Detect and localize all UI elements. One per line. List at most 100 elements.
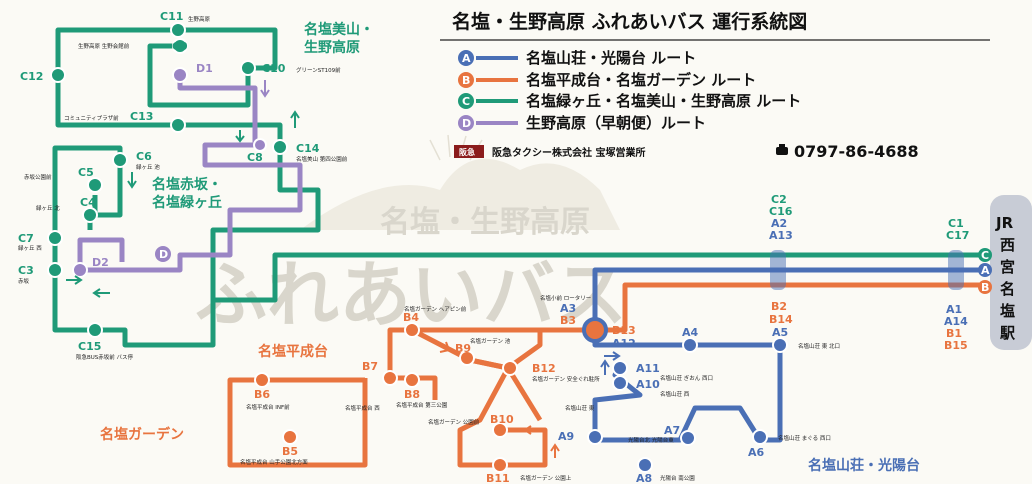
stop-a3-code: A3 bbox=[560, 302, 576, 315]
stop-c14-code: C14 bbox=[296, 142, 320, 155]
stop-c9-name: 生野高原 生野会館前 bbox=[78, 42, 130, 50]
station-badge-c-letter: C bbox=[981, 249, 989, 262]
stop-b10-code: B10 bbox=[490, 413, 514, 426]
code-a13: A13 bbox=[769, 229, 793, 242]
station-route-badges: C A B bbox=[978, 248, 992, 294]
watermark-line1: 名塩・生野高原 bbox=[380, 205, 590, 240]
stop-d1-code: D1 bbox=[196, 62, 213, 75]
arrow-right-icon bbox=[604, 351, 621, 361]
station-box: JR 西 宮 名 塩 駅 bbox=[990, 195, 1032, 350]
stop-a8-code: A8 bbox=[636, 472, 652, 484]
stop-b5-name: 名塩平成台 山手公園北方面 bbox=[240, 458, 308, 466]
route-b-loop bbox=[457, 357, 548, 468]
stop-c11-code: C11 bbox=[160, 10, 183, 23]
stop-c11-name: 生野高原 bbox=[188, 15, 211, 23]
stop-c9: C9 生野高原 生野会館前 bbox=[78, 38, 188, 54]
stop-a11: A11 名塩山荘 ぎおん 西口 bbox=[612, 360, 713, 382]
stop-b11: B11 名塩ガーデン 公園上 bbox=[486, 457, 572, 484]
stop-d2: D2 bbox=[72, 256, 109, 278]
stop-b5: B5 名塩平成台 山手公園北方面 bbox=[240, 429, 308, 466]
stop-a7: A7 光陽台北 光陽台東 bbox=[628, 424, 696, 446]
stop-c6-code: C6 bbox=[136, 150, 152, 163]
stop-b8-name: 名塩平成台 第三公園 bbox=[396, 401, 448, 409]
route-d-path bbox=[77, 75, 303, 273]
route-a-letter: A bbox=[462, 52, 471, 65]
stop-c14: C14 名塩美山 第四公園前 bbox=[272, 139, 348, 163]
route-c-label: 名塩緑ヶ丘・名塩美山・生野高原 ルート bbox=[526, 92, 801, 110]
map-title: 名塩・生野高原 ふれあいバス 運行系統図 bbox=[452, 10, 807, 33]
stop-c7-code: C7 bbox=[18, 232, 34, 245]
stop-c4-code: C4 bbox=[80, 196, 96, 209]
route-a-badge bbox=[458, 50, 474, 66]
stop-a9-code: A9 bbox=[558, 430, 574, 443]
stop-a11-code: A11 bbox=[636, 362, 660, 375]
stop-c9-code: C9 bbox=[172, 40, 188, 53]
station-char-2: 宮 bbox=[1000, 258, 1015, 276]
legend-item-c: C 名塩緑ヶ丘・名塩美山・生野高原 ルート bbox=[458, 92, 801, 110]
route-d-letter: D bbox=[462, 117, 471, 130]
arrow-up-icon bbox=[600, 359, 610, 375]
stop-c3: C3 赤坂 bbox=[18, 262, 63, 285]
station-badge-a bbox=[978, 263, 992, 277]
company-logo bbox=[454, 145, 484, 158]
stop-c10-code: C10 bbox=[262, 62, 286, 75]
arrow-up-icon bbox=[290, 110, 300, 128]
stop-c8-code: C8 bbox=[247, 151, 263, 164]
stop-d2-code: D2 bbox=[92, 256, 109, 269]
stops-route-d: D1 D2 D bbox=[72, 62, 213, 278]
stop-c13: C13 コミュニティプラザ前 bbox=[64, 110, 186, 133]
route-d-badge bbox=[458, 115, 474, 131]
hill-shape bbox=[300, 158, 620, 230]
code-b15: B15 bbox=[944, 339, 968, 352]
stop-b7: B7 名塩平成台 西 bbox=[345, 360, 398, 412]
station-bars bbox=[770, 250, 964, 290]
stop-c10-name: グリーンST109前 bbox=[296, 66, 341, 74]
stops-route-b: B4 名塩ガーデン ヘアピン前 B9 名塩ガーデン 池 B12 名塩ガーデン 安… bbox=[240, 305, 600, 484]
route-b-b12-down bbox=[505, 366, 543, 422]
stop-a5-name: 名塩山荘 東 北口 bbox=[798, 342, 840, 350]
code-a1: A1 bbox=[946, 303, 962, 316]
stop-c13-code: C13 bbox=[130, 110, 153, 123]
stop-c15: C15 阪急BUS赤坂前 バス停 bbox=[76, 322, 134, 361]
area-labels: 名塩美山・ 生野高原 名塩赤坂・ 名塩緑ヶ丘 名塩平成台 名塩ガーデン 名塩山荘… bbox=[100, 21, 920, 474]
area-misono: 名塩美山・ bbox=[304, 21, 374, 38]
code-b2: B2 bbox=[771, 300, 787, 313]
stop-b7-code: B7 bbox=[362, 360, 378, 373]
stop-b11-name: 名塩ガーデン 公園上 bbox=[520, 474, 572, 482]
route-b-letter: B bbox=[462, 74, 470, 87]
legend-item-a: A 名塩山荘・光陽台 ルート bbox=[458, 49, 696, 67]
route-c-segment-c9 bbox=[147, 43, 251, 108]
station-char-1: 西 bbox=[1000, 236, 1015, 254]
station-char-4: 塩 bbox=[1000, 302, 1015, 320]
route-a-path bbox=[592, 267, 985, 443]
arrow-up-icon bbox=[550, 443, 560, 458]
station-char-5: 駅 bbox=[999, 324, 1016, 342]
station-badge-b bbox=[978, 280, 992, 294]
code-c16: C16 bbox=[769, 205, 793, 218]
stop-c8: C8 bbox=[247, 138, 267, 164]
stop-c5: C5 赤坂公園前 bbox=[24, 166, 103, 193]
direction-arrows bbox=[66, 80, 621, 458]
stop-b12-name: 名塩ガーデン 安全ぐれ駐所 bbox=[532, 375, 600, 383]
stop-a9: A9 名塩山荘 東 bbox=[558, 404, 603, 445]
route-b-west-loop bbox=[227, 377, 368, 468]
area-akasaka-2: 名塩緑ヶ丘 bbox=[152, 194, 222, 211]
route-b-label: 名塩平成台・名塩ガーデン ルート bbox=[526, 71, 756, 89]
stop-hub-name: 名塩小前 ロータリー bbox=[540, 294, 591, 302]
code-b14: B14 bbox=[769, 313, 793, 326]
stop-c10: C10 グリーンST109前 bbox=[240, 60, 341, 76]
code-c2: C2 bbox=[771, 193, 787, 206]
stop-c5-name: 赤坂公園前 bbox=[24, 173, 52, 181]
stop-b12: B12 名塩ガーデン 安全ぐれ駐所 bbox=[502, 360, 600, 383]
stop-a7-name: 光陽台北 光陽台東 bbox=[628, 436, 674, 444]
route-c-badge bbox=[458, 93, 474, 109]
company-name: 阪急タクシー株式会社 宝塚営業所 bbox=[492, 146, 645, 159]
area-akasaka: 名塩赤坂・ bbox=[152, 176, 222, 193]
stop-b8-code: B8 bbox=[404, 388, 420, 401]
stop-b6-code: B6 bbox=[254, 388, 270, 401]
station-badge-c bbox=[978, 248, 992, 262]
stop-b10-name: 名塩ガーデン 公園前 bbox=[428, 418, 480, 426]
area-misono-2: 生野高原 bbox=[304, 39, 360, 56]
route-c-letter: C bbox=[462, 95, 470, 108]
